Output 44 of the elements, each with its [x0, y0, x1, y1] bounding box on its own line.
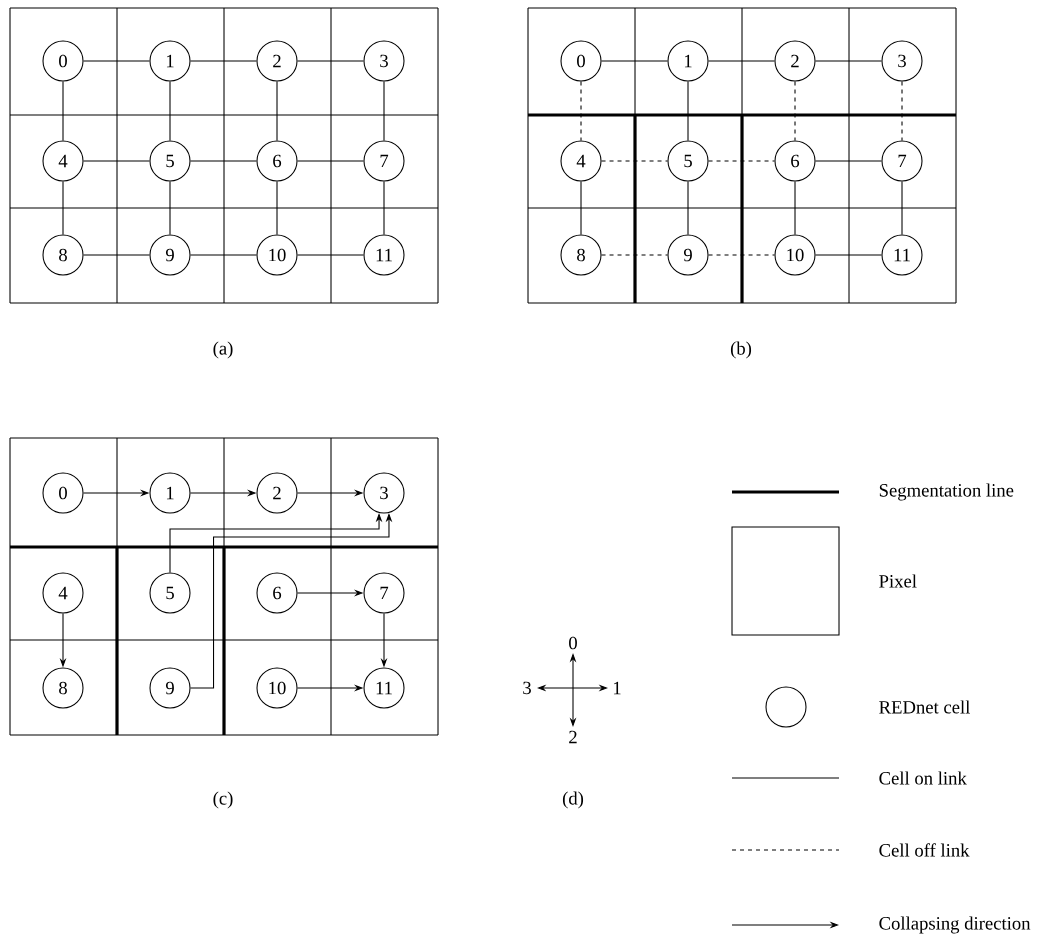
link-line [794, 181, 796, 235]
legend-label: Pixel [879, 574, 917, 588]
link-line [83, 160, 150, 162]
link-line [580, 81, 582, 141]
legend-label: Cell off link [879, 843, 970, 857]
legend-label: Cell on link [879, 771, 967, 785]
link-line [276, 181, 278, 235]
link-line [83, 254, 150, 256]
panel-caption: (a) [213, 341, 233, 359]
link-line [687, 81, 689, 141]
link-line [687, 181, 689, 235]
link-line [580, 181, 582, 235]
link-line [297, 160, 364, 162]
link-line [190, 60, 257, 62]
direction-number: 2 [569, 730, 577, 744]
link-line [901, 181, 903, 235]
link-line [794, 81, 796, 141]
link-line [815, 254, 882, 256]
link-line [83, 60, 150, 62]
link-line [190, 254, 257, 256]
panel-caption: (b) [730, 341, 752, 359]
legend-label: Segmentation line [879, 483, 1014, 501]
link-line [815, 60, 882, 62]
direction-number: 0 [569, 636, 577, 650]
link-line [297, 254, 364, 256]
link-line [62, 81, 64, 141]
link-line [383, 81, 385, 141]
link-line [708, 60, 775, 62]
direction-number: 1 [613, 681, 621, 695]
panel-caption: (c) [213, 791, 233, 809]
link-line [383, 181, 385, 235]
legend-label: Collapsing direction [879, 916, 1031, 934]
link-line [297, 60, 364, 62]
link-line [190, 160, 257, 162]
link-line [815, 160, 882, 162]
link-line [169, 81, 171, 141]
link-line [601, 60, 668, 62]
legend-label: REDnet cell [879, 700, 970, 714]
link-line [901, 81, 903, 141]
link-line [169, 181, 171, 235]
link-line [62, 181, 64, 235]
link-line [276, 81, 278, 141]
direction-number: 3 [523, 681, 531, 695]
panel-caption: (d) [562, 791, 584, 809]
